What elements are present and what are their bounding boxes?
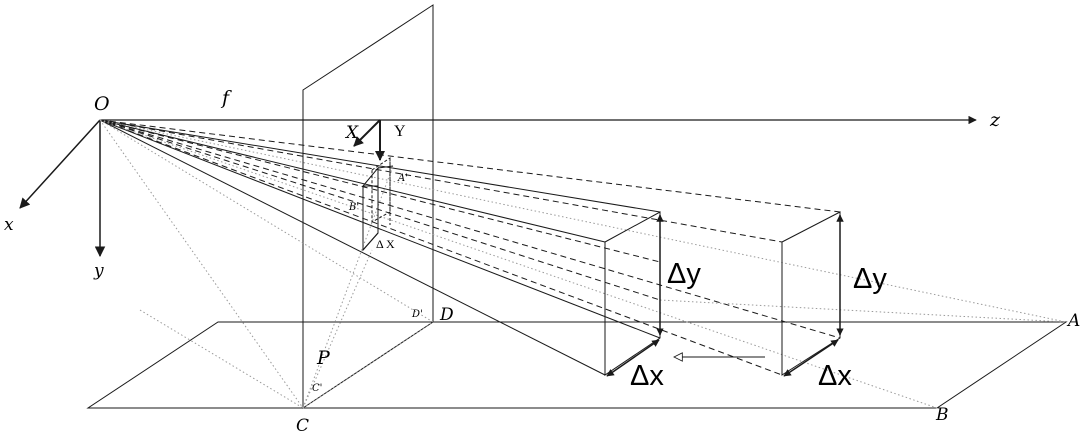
label-d: D	[439, 305, 454, 325]
label-axis-z: z	[989, 109, 1001, 131]
dotted-lines	[99, 119, 1067, 409]
label-focal: f	[220, 87, 232, 109]
ground-plane	[86, 321, 1068, 409]
x-axis	[19, 119, 101, 209]
label-c-prime: C'	[312, 383, 322, 394]
label-c: C	[296, 416, 309, 436]
label-axis-x: x	[4, 215, 14, 235]
label-b: B	[935, 405, 949, 425]
label-p: P	[316, 347, 331, 369]
solid-rays	[99, 119, 661, 376]
camera-x-arrow	[353, 119, 381, 147]
label-axis-y: y	[93, 261, 104, 281]
label-a: A	[1066, 311, 1080, 331]
label-delta-x-near: Δx	[630, 360, 664, 392]
near-delta-x-arrow	[606, 339, 660, 377]
projected-box	[362, 165, 394, 252]
far-box	[781, 211, 841, 376]
dashed-rays	[99, 119, 841, 376]
label-delta-y-near: Δy	[667, 258, 701, 290]
label-delta-x-far: Δx	[818, 360, 852, 392]
label-a-prime: A'	[397, 173, 408, 184]
far-delta-x-arrow	[783, 339, 839, 377]
projected-box-dashed	[371, 157, 391, 225]
label-b-prime: B'	[348, 202, 359, 213]
label-camera-x: X	[344, 123, 359, 143]
label-camera-y: Y	[394, 123, 406, 140]
near-box	[604, 211, 661, 376]
label-delta-X: Δ X	[376, 237, 395, 251]
label-delta-y-far: Δy	[853, 263, 887, 295]
label-d-prime: D'	[411, 309, 423, 320]
label-origin: O	[94, 93, 110, 115]
